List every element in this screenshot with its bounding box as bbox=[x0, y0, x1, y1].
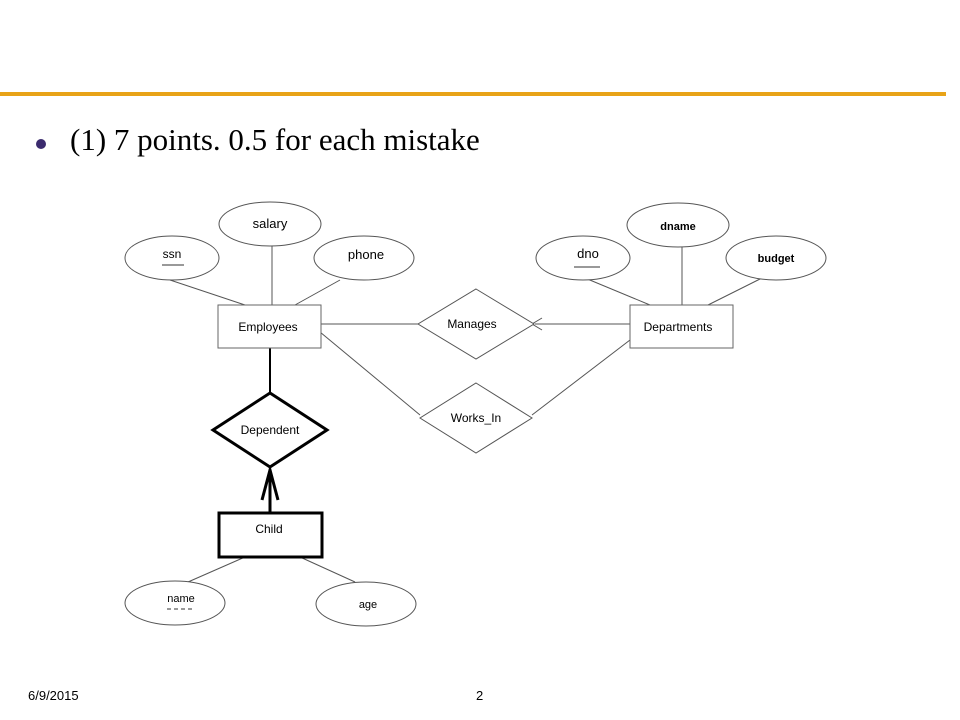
attribute-salary-label: salary bbox=[253, 216, 288, 231]
relationship-works-in-label: Works_In bbox=[451, 411, 501, 425]
entity-employees: Employees bbox=[217, 304, 322, 349]
entity-departments: Departments bbox=[629, 304, 734, 349]
budget-departments-line bbox=[707, 277, 763, 306]
relationship-dependent-label: Dependent bbox=[241, 423, 300, 437]
dependent-arrowhead bbox=[260, 464, 280, 501]
relationship-works-in: Works_In bbox=[419, 382, 533, 454]
footer-date: 6/9/2015 bbox=[28, 688, 79, 703]
entity-child: Child bbox=[217, 511, 324, 559]
attribute-salary: salary bbox=[218, 201, 322, 247]
bullet-text: (1) 7 points. 0.5 for each mistake bbox=[70, 122, 480, 157]
attribute-dno: dno bbox=[535, 235, 631, 281]
attribute-budget-label: budget bbox=[758, 253, 795, 265]
ssn-employees-line bbox=[169, 279, 246, 306]
page-number: 2 bbox=[476, 688, 484, 703]
phone-employees-line bbox=[294, 279, 341, 306]
name-child-line bbox=[187, 556, 246, 583]
attribute-name: name bbox=[124, 580, 226, 626]
attribute-ssn-label: ssn bbox=[163, 247, 182, 261]
relationship-manages-label: Manages bbox=[447, 317, 496, 331]
entity-child-label: Child bbox=[255, 522, 282, 536]
dno-departments-line bbox=[584, 277, 651, 306]
attribute-age: age bbox=[315, 581, 417, 627]
worksin-departments-line bbox=[531, 339, 631, 416]
employees-worksin-line bbox=[319, 331, 421, 416]
entity-employees-label: Employees bbox=[238, 320, 297, 334]
age-child-line bbox=[299, 556, 356, 583]
attribute-budget: budget bbox=[725, 235, 827, 281]
connector-lines bbox=[169, 245, 763, 583]
title-divider-rule bbox=[0, 92, 946, 96]
attribute-name-label: name bbox=[167, 593, 195, 605]
attribute-phone-label: phone bbox=[348, 247, 384, 262]
relationship-manages: Manages bbox=[417, 288, 535, 360]
entity-departments-label: Departments bbox=[644, 320, 713, 334]
attribute-age-label: age bbox=[359, 599, 377, 611]
bullet-dot bbox=[36, 139, 46, 149]
attribute-dno-label: dno bbox=[577, 246, 599, 261]
attribute-dname: dname bbox=[626, 202, 730, 248]
relationship-dependent: Dependent bbox=[210, 391, 330, 469]
attribute-dname-label: dname bbox=[660, 221, 695, 233]
attribute-phone: phone bbox=[313, 235, 415, 281]
attribute-ssn: ssn bbox=[124, 235, 220, 281]
